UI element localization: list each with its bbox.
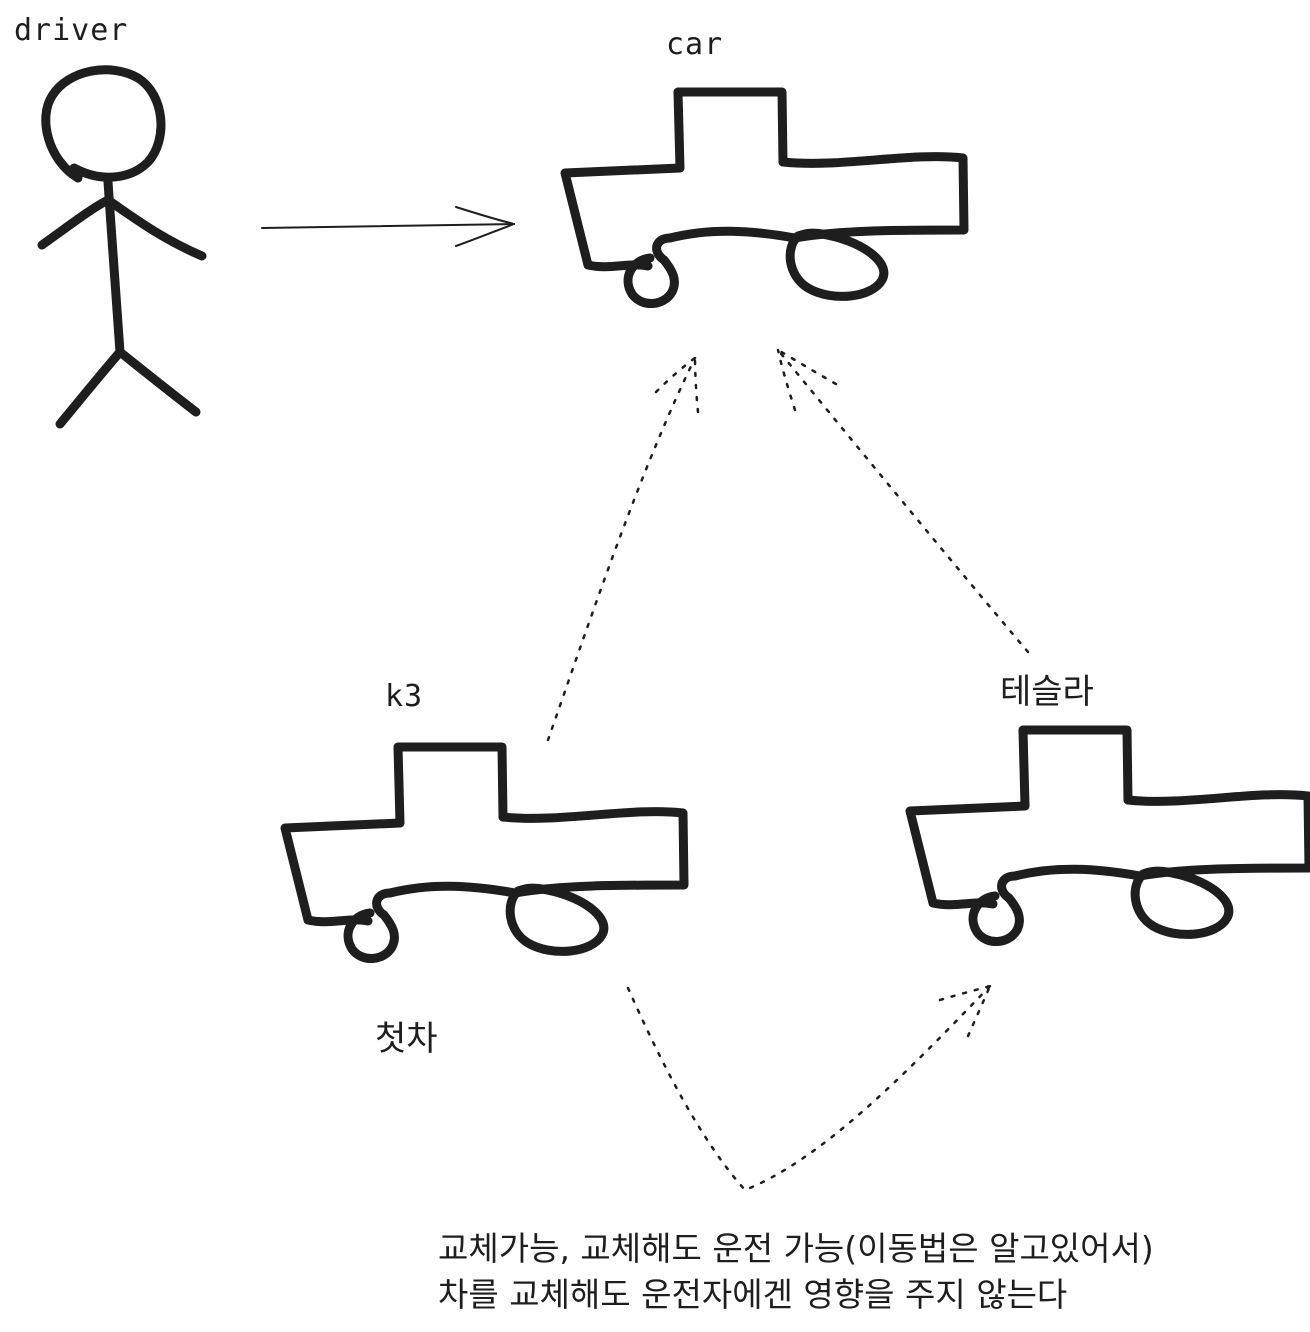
driver-legs: [55, 347, 201, 429]
driver-arms: [37, 195, 207, 261]
k3-to-car-dotted-arrow: [546, 356, 700, 742]
car-label: car: [666, 27, 724, 62]
driver-to-car-arrow: [261, 206, 515, 247]
k3-to-tesla-dotted-arrow: [626, 984, 992, 1192]
driver-figure: [37, 65, 207, 429]
note-line-2: 차를 교체해도 운전자에겐 영향을 주지 않는다: [438, 1275, 1068, 1314]
k3-label: k3: [385, 679, 424, 714]
driver-head: [41, 65, 166, 183]
driver-label: driver: [14, 13, 129, 48]
tesla-label: 테슬라: [1000, 672, 1094, 712]
car-drawing: [565, 92, 964, 304]
tesla-to-car-dotted-arrow: [776, 348, 1030, 654]
first-car-label: 첫차: [375, 1019, 438, 1059]
note-line-1: 교체가능, 교체해도 운전 가능(이동법은 알고있어서): [438, 1229, 1154, 1268]
k3-car-drawing: [285, 747, 684, 959]
tesla-car-drawing: [910, 730, 1309, 942]
explanation-note: 교체가능, 교체해도 운전 가능(이동법은 알고있어서) 차를 교체해도 운전자…: [438, 1226, 1154, 1318]
